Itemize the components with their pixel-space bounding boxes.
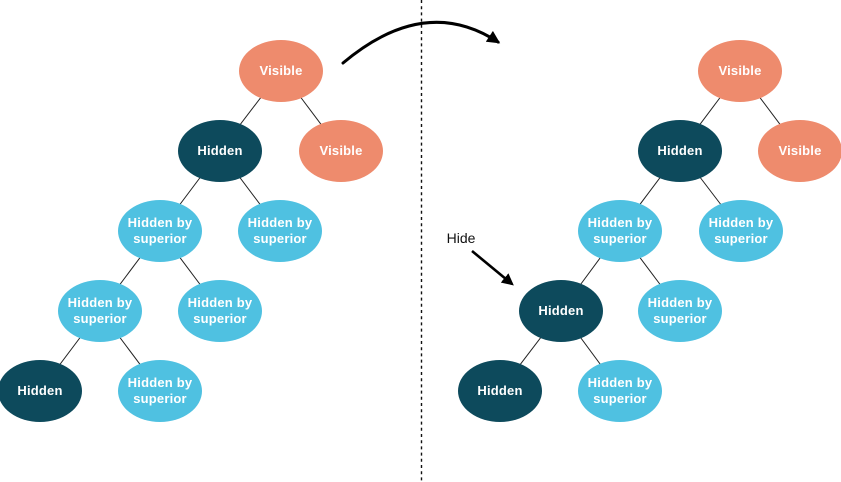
tree-node-hidden-by-superior: Hidden by superior [118, 360, 202, 422]
tree-node-hidden-by-superior: Hidden by superior [178, 280, 262, 342]
tree-node-hidden-by-superior: Hidden by superior [118, 200, 202, 262]
tree-node-hidden-by-superior: Hidden by superior [238, 200, 322, 262]
tree-node-label: Hidden by superior [127, 374, 193, 406]
tree-node-visible: Visible [299, 120, 383, 182]
tree-node-label: Hidden by superior [587, 374, 653, 406]
tree-node-label: Hidden by superior [67, 294, 133, 326]
tree-node-label: Hidden by superior [587, 214, 653, 246]
tree-node-label: Visible [319, 142, 363, 158]
tree-node-label: Hidden [197, 142, 243, 158]
tree-node-label: Hidden by superior [647, 294, 713, 326]
tree-node-hidden: Hidden [638, 120, 722, 182]
tree-node-hidden-by-superior: Hidden by superior [58, 280, 142, 342]
transition-arrow [341, 20, 501, 65]
tree-node-label: Hidden [538, 302, 584, 318]
tree-node-label: Hidden [477, 382, 523, 398]
tree-node-label: Visible [778, 142, 822, 158]
tree-node-hidden-by-superior: Hidden by superior [638, 280, 722, 342]
tree-node-label: Visible [718, 62, 762, 78]
tree-node-label: Hidden by superior [127, 214, 193, 246]
tree-node-hidden-by-superior: Hidden by superior [578, 360, 662, 422]
tree-node-hidden-by-superior: Hidden by superior [699, 200, 783, 262]
tree-node-hidden-by-superior: Hidden by superior [578, 200, 662, 262]
tree-node-hidden: Hidden [178, 120, 262, 182]
tree-node-hidden: Hidden [519, 280, 603, 342]
hide-annotation-label: Hide [446, 230, 476, 246]
tree-node-visible: Visible [758, 120, 841, 182]
tree-node-visible: Visible [239, 40, 323, 102]
tree-node-hidden: Hidden [458, 360, 542, 422]
tree-node-visible: Visible [698, 40, 782, 102]
tree-node-label: Hidden by superior [247, 214, 313, 246]
tree-node-label: Hidden [657, 142, 703, 158]
tree-node-label: Hidden [17, 382, 63, 398]
tree-node-label: Visible [259, 62, 303, 78]
hide-annotation-arrow [471, 249, 514, 286]
tree-node-hidden: Hidden [0, 360, 82, 422]
tree-node-label: Hidden by superior [187, 294, 253, 326]
tree-node-label: Hidden by superior [708, 214, 774, 246]
